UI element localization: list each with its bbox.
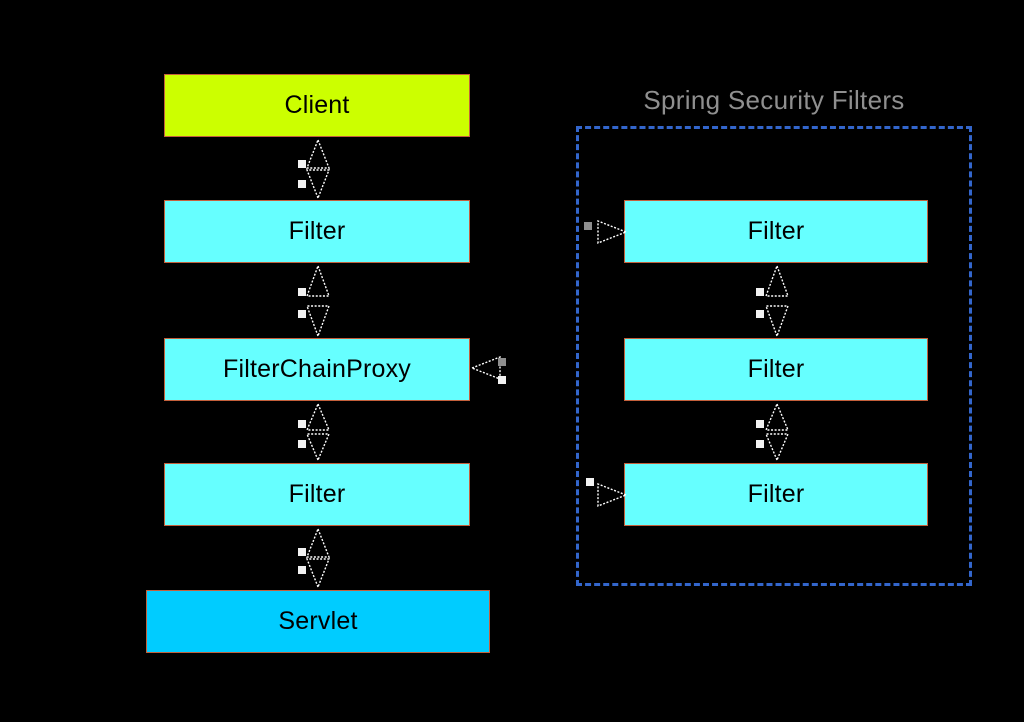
node-client-label: Client (284, 91, 350, 119)
node-security-filter-3[interactable]: Filter (619, 458, 928, 526)
connector-nub (298, 566, 306, 574)
connector-nub (498, 358, 506, 366)
connector-client-to-filter-top (303, 138, 335, 200)
node-filter-top[interactable]: Filter (159, 195, 470, 263)
connector-nub (586, 478, 594, 486)
node-security-filter-3-label: Filter (747, 480, 805, 508)
node-filter-chain-proxy[interactable]: FilterChainProxy (159, 333, 470, 401)
connector-nub (584, 222, 592, 230)
connector-nub (298, 180, 306, 188)
spring-security-filters-group (576, 126, 972, 586)
node-filter-bottom-label: Filter (288, 480, 346, 508)
connector-nub (298, 288, 306, 296)
node-filter-chain-proxy-label: FilterChainProxy (223, 355, 411, 383)
node-servlet-label: Servlet (278, 607, 358, 635)
node-client[interactable]: Client (159, 69, 470, 137)
node-security-filter-2-label: Filter (747, 355, 805, 383)
connector-nub (298, 160, 306, 168)
connector-filter-top-to-proxy (303, 263, 335, 339)
node-servlet[interactable]: Servlet (141, 585, 490, 653)
connector-nub (756, 440, 764, 448)
connector-proxy-to-security-filter-3 (594, 479, 628, 511)
connector-nub (298, 548, 306, 556)
connector-nub (298, 420, 306, 428)
node-filter-bottom[interactable]: Filter (159, 458, 470, 526)
node-filter-top-label: Filter (288, 217, 346, 245)
connector-nub (498, 376, 506, 384)
connector-nub (298, 310, 306, 318)
connector-security-filter-2-to-3 (762, 402, 794, 462)
connector-proxy-to-filter-bottom (303, 402, 335, 462)
node-security-filter-2[interactable]: Filter (619, 333, 928, 401)
connector-filter-bottom-to-servlet (303, 527, 335, 589)
connector-proxy-return (470, 354, 504, 386)
connector-nub (756, 310, 764, 318)
connector-nub (756, 420, 764, 428)
connector-proxy-to-security-filter-1 (594, 216, 628, 248)
node-security-filter-1-label: Filter (747, 217, 805, 245)
connector-nub (756, 288, 764, 296)
spring-security-filters-title: Spring Security Filters (643, 85, 905, 115)
connector-nub (298, 440, 306, 448)
connector-security-filter-1-to-2 (762, 263, 794, 339)
node-security-filter-1[interactable]: Filter (619, 195, 928, 263)
